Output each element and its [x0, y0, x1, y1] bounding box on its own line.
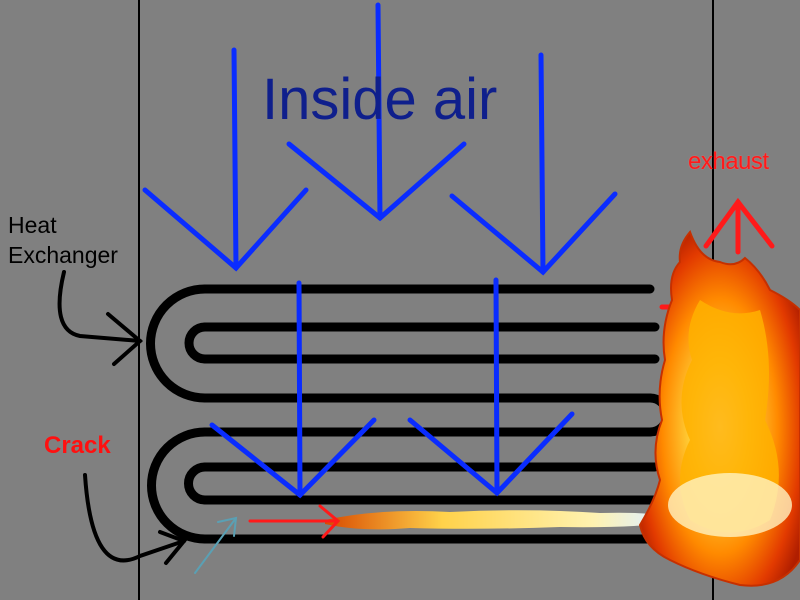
- heat-exchanger-label-line1: Heat: [8, 212, 57, 238]
- exhaust-label: exhaust: [688, 148, 769, 175]
- air-flow-arrows: [142, 2, 618, 276]
- fire-streak: [325, 510, 660, 530]
- crack-label-pointer: [83, 473, 188, 565]
- inner-air-arrows: [209, 277, 575, 499]
- arrow-down-icon: [407, 277, 575, 497]
- heat-exchanger-pointer: [57, 270, 144, 366]
- arrow-down-icon: [142, 47, 309, 272]
- arrow-down-icon: [449, 52, 618, 276]
- crack-pointer-arrow: [194, 516, 238, 574]
- arrow-down-icon: [209, 280, 377, 499]
- arrow-right-icon: [248, 504, 341, 539]
- crack-leak: [194, 504, 660, 574]
- diagram-title: Inside air: [262, 67, 498, 132]
- fire-icon: [638, 230, 800, 587]
- arrow-down-icon: [286, 2, 467, 222]
- crack-label: Crack: [44, 432, 111, 459]
- heat-exchanger-label-line2: Exchanger: [8, 242, 118, 268]
- heat-exchanger-upper: [146, 284, 660, 403]
